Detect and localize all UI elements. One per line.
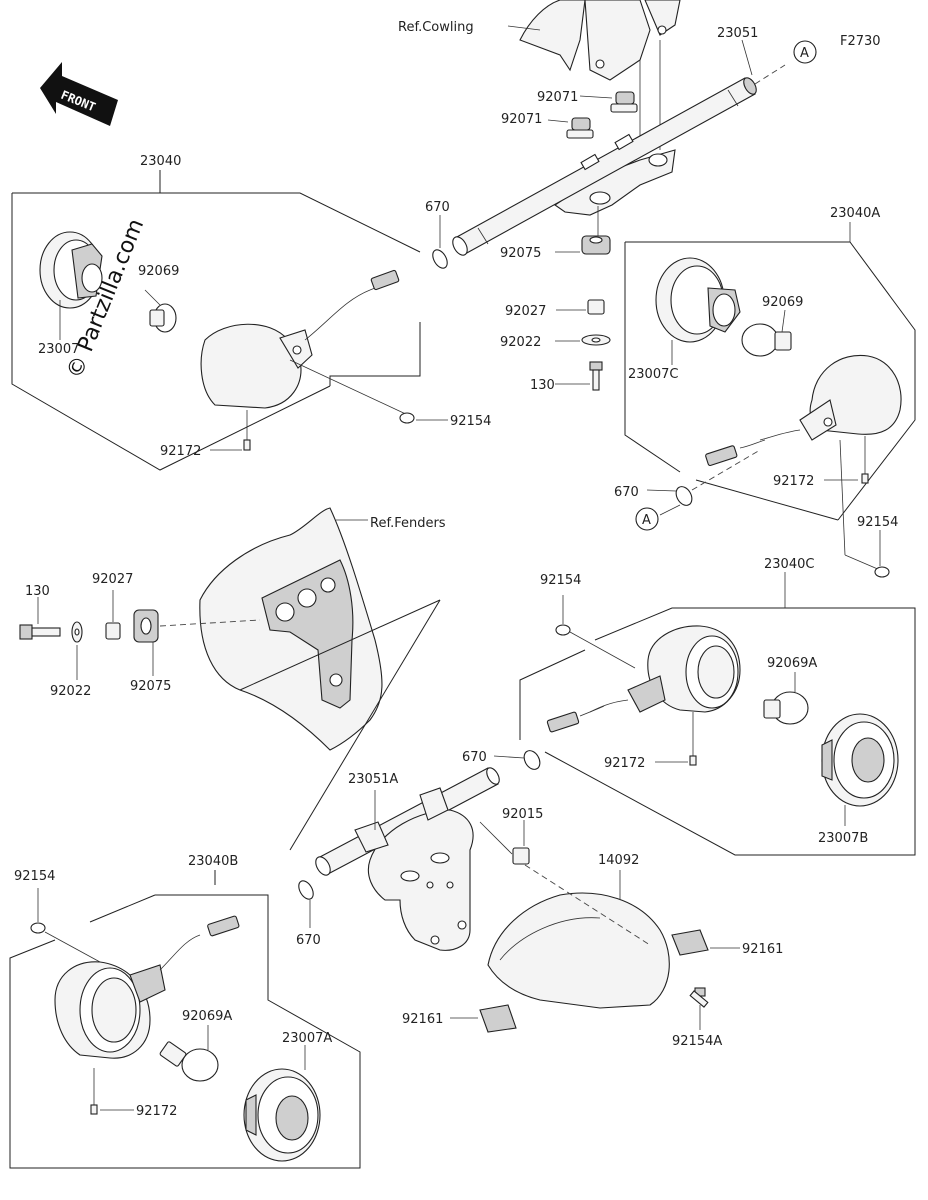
label-92172-b: 92172 xyxy=(136,1104,177,1119)
label-23007: 23007 xyxy=(38,342,79,357)
label-92027-mid: 92027 xyxy=(92,572,133,587)
collar-92015 xyxy=(512,847,530,865)
washer-92022-top xyxy=(581,334,611,346)
clip-92161-a xyxy=(671,929,709,956)
label-92154-right: 92154 xyxy=(857,515,898,530)
grommet-92071-b xyxy=(566,117,594,139)
collar-92027-top xyxy=(587,299,605,315)
label-92172-right: 92172 xyxy=(773,474,814,489)
label-92161-a: 92161 xyxy=(742,942,783,957)
label-23051A: 23051A xyxy=(348,772,398,787)
label-92172-c: 92172 xyxy=(604,756,645,771)
reflector-cover xyxy=(487,892,670,1009)
ref-cowling-label: Ref.Cowling xyxy=(398,20,474,35)
label-92022-mid: 92022 xyxy=(50,684,91,699)
front-right-bulb xyxy=(741,323,792,357)
label-92069A-c: 92069A xyxy=(767,656,817,671)
label-670-top: 670 xyxy=(425,200,450,215)
callout-a-top-label: A xyxy=(800,46,809,61)
label-92154-b: 92154 xyxy=(14,869,55,884)
screw-92154-c xyxy=(555,624,571,636)
rear-left-signal-housing xyxy=(54,915,240,1059)
rear-right-bulb xyxy=(763,691,809,725)
rear-left-signal-lens xyxy=(243,1068,321,1162)
rear-right-signal-housing xyxy=(546,625,741,733)
o-ring-670-top xyxy=(432,249,448,269)
license-plate-bracket xyxy=(354,787,474,951)
screw-92154A xyxy=(689,987,709,1008)
label-23040: 23040 xyxy=(140,154,181,169)
cowling-bracket xyxy=(519,0,681,81)
o-ring-670-c xyxy=(523,750,541,770)
label-92154-c: 92154 xyxy=(540,573,581,588)
label-92161-b: 92161 xyxy=(402,1012,443,1027)
fender-plate xyxy=(199,507,383,751)
label-23040C: 23040C xyxy=(764,557,814,572)
label-92069-right: 92069 xyxy=(762,295,803,310)
rear-left-bulb xyxy=(159,1041,219,1082)
label-92154-top: 92154 xyxy=(450,414,491,429)
front-left-bulb xyxy=(149,303,177,333)
label-92027-top: 92027 xyxy=(505,304,546,319)
screw-92154-top xyxy=(399,412,415,424)
label-92075-top: 92075 xyxy=(500,246,541,261)
label-130-mid: 130 xyxy=(25,584,50,599)
figure-code: F2730 xyxy=(840,34,881,49)
label-92172-top: 92172 xyxy=(160,444,201,459)
label-92154A: 92154A xyxy=(672,1034,722,1049)
label-670-c: 670 xyxy=(462,750,487,765)
screw-92172-top xyxy=(243,439,251,451)
rubber-damper-92075-mid xyxy=(133,609,159,643)
label-130-top: 130 xyxy=(530,378,555,393)
label-14092: 14092 xyxy=(598,853,639,868)
callout-a-top xyxy=(793,40,817,64)
label-92022-top: 92022 xyxy=(500,335,541,350)
label-92071-b: 92071 xyxy=(501,112,542,127)
front-arrow-icon: FRONT xyxy=(40,62,118,126)
clip-92161-b xyxy=(479,1004,517,1033)
label-23007A: 23007A xyxy=(282,1031,332,1046)
label-92015: 92015 xyxy=(502,807,543,822)
front-right-signal-housing xyxy=(705,354,902,467)
rubber-damper-92075-top xyxy=(581,235,611,255)
label-23007B: 23007B xyxy=(818,831,868,846)
bolt-130-mid xyxy=(19,624,61,640)
ref-fenders-label: Ref.Fenders xyxy=(370,516,446,531)
front-stay-shaft xyxy=(452,77,757,256)
callout-a-right xyxy=(635,507,659,531)
bolt-130-top xyxy=(589,361,603,391)
front-left-signal-housing xyxy=(200,269,400,409)
washer-92022-mid xyxy=(71,621,83,643)
label-670-b: 670 xyxy=(296,933,321,948)
label-92069A-b: 92069A xyxy=(182,1009,232,1024)
o-ring-670-right xyxy=(675,486,693,506)
screw-92154-right xyxy=(874,566,890,578)
collar-92027-mid xyxy=(105,622,121,640)
callout-a-right-label: A xyxy=(642,513,651,528)
label-92071-a: 92071 xyxy=(537,90,578,105)
grommet-92071-a xyxy=(610,91,638,113)
label-23040A: 23040A xyxy=(830,206,880,221)
label-23007C: 23007C xyxy=(628,367,678,382)
o-ring-670-b xyxy=(298,880,314,900)
label-670-right: 670 xyxy=(614,485,639,500)
label-92075-mid: 92075 xyxy=(130,679,171,694)
front-right-signal-lens xyxy=(655,257,741,343)
label-92069-left: 92069 xyxy=(138,264,179,279)
front-left-signal-lens xyxy=(39,231,103,309)
label-23040B: 23040B xyxy=(188,854,238,869)
rear-right-signal-lens xyxy=(821,713,899,807)
screw-92154-b xyxy=(30,922,46,934)
label-23051: 23051 xyxy=(717,26,758,41)
